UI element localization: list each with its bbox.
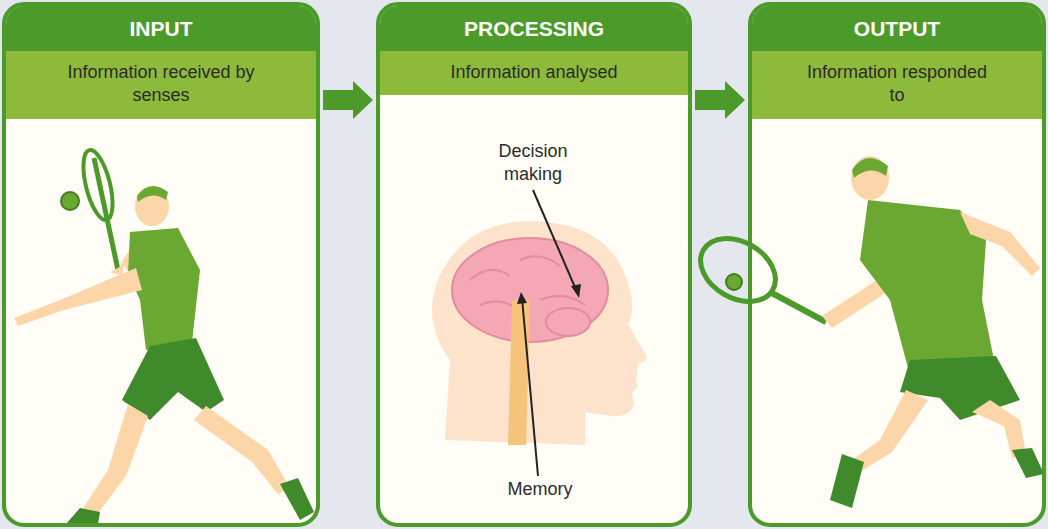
stage-description: Information received by senses xyxy=(61,61,261,108)
stage-description-band: Information analysed xyxy=(380,51,688,95)
flow-arrow xyxy=(323,81,373,119)
stage-heading-band: PROCESSING xyxy=(380,6,688,51)
tennis-player-output xyxy=(689,156,1044,508)
panel-ground xyxy=(380,6,688,523)
stage-description: Information analysed xyxy=(450,61,617,84)
stage-panel: OUTPUT Information responded to xyxy=(748,2,1046,527)
stage-description: Information responded to xyxy=(797,61,997,108)
part-label: Memory xyxy=(507,478,572,501)
head-with-brain xyxy=(432,190,646,476)
tennis-player-input xyxy=(14,147,314,524)
stage-heading: PROCESSING xyxy=(464,17,604,40)
stage-panel: INPUT Information received by senses xyxy=(2,2,320,527)
stage-description-band: Information received by senses xyxy=(6,51,316,119)
stage-heading: INPUT xyxy=(130,17,193,40)
part-label: Decision making xyxy=(473,140,593,187)
stage-heading: OUTPUT xyxy=(854,17,940,40)
stage-heading-band: OUTPUT xyxy=(752,6,1042,51)
stage-description-band: Information responded to xyxy=(752,51,1042,119)
flow-arrow xyxy=(695,81,745,119)
stage-panel: PROCESSING Information analysed xyxy=(376,2,692,527)
panel-ground xyxy=(752,6,1042,523)
stage-heading-band: INPUT xyxy=(6,6,316,51)
panel-ground xyxy=(6,6,316,523)
